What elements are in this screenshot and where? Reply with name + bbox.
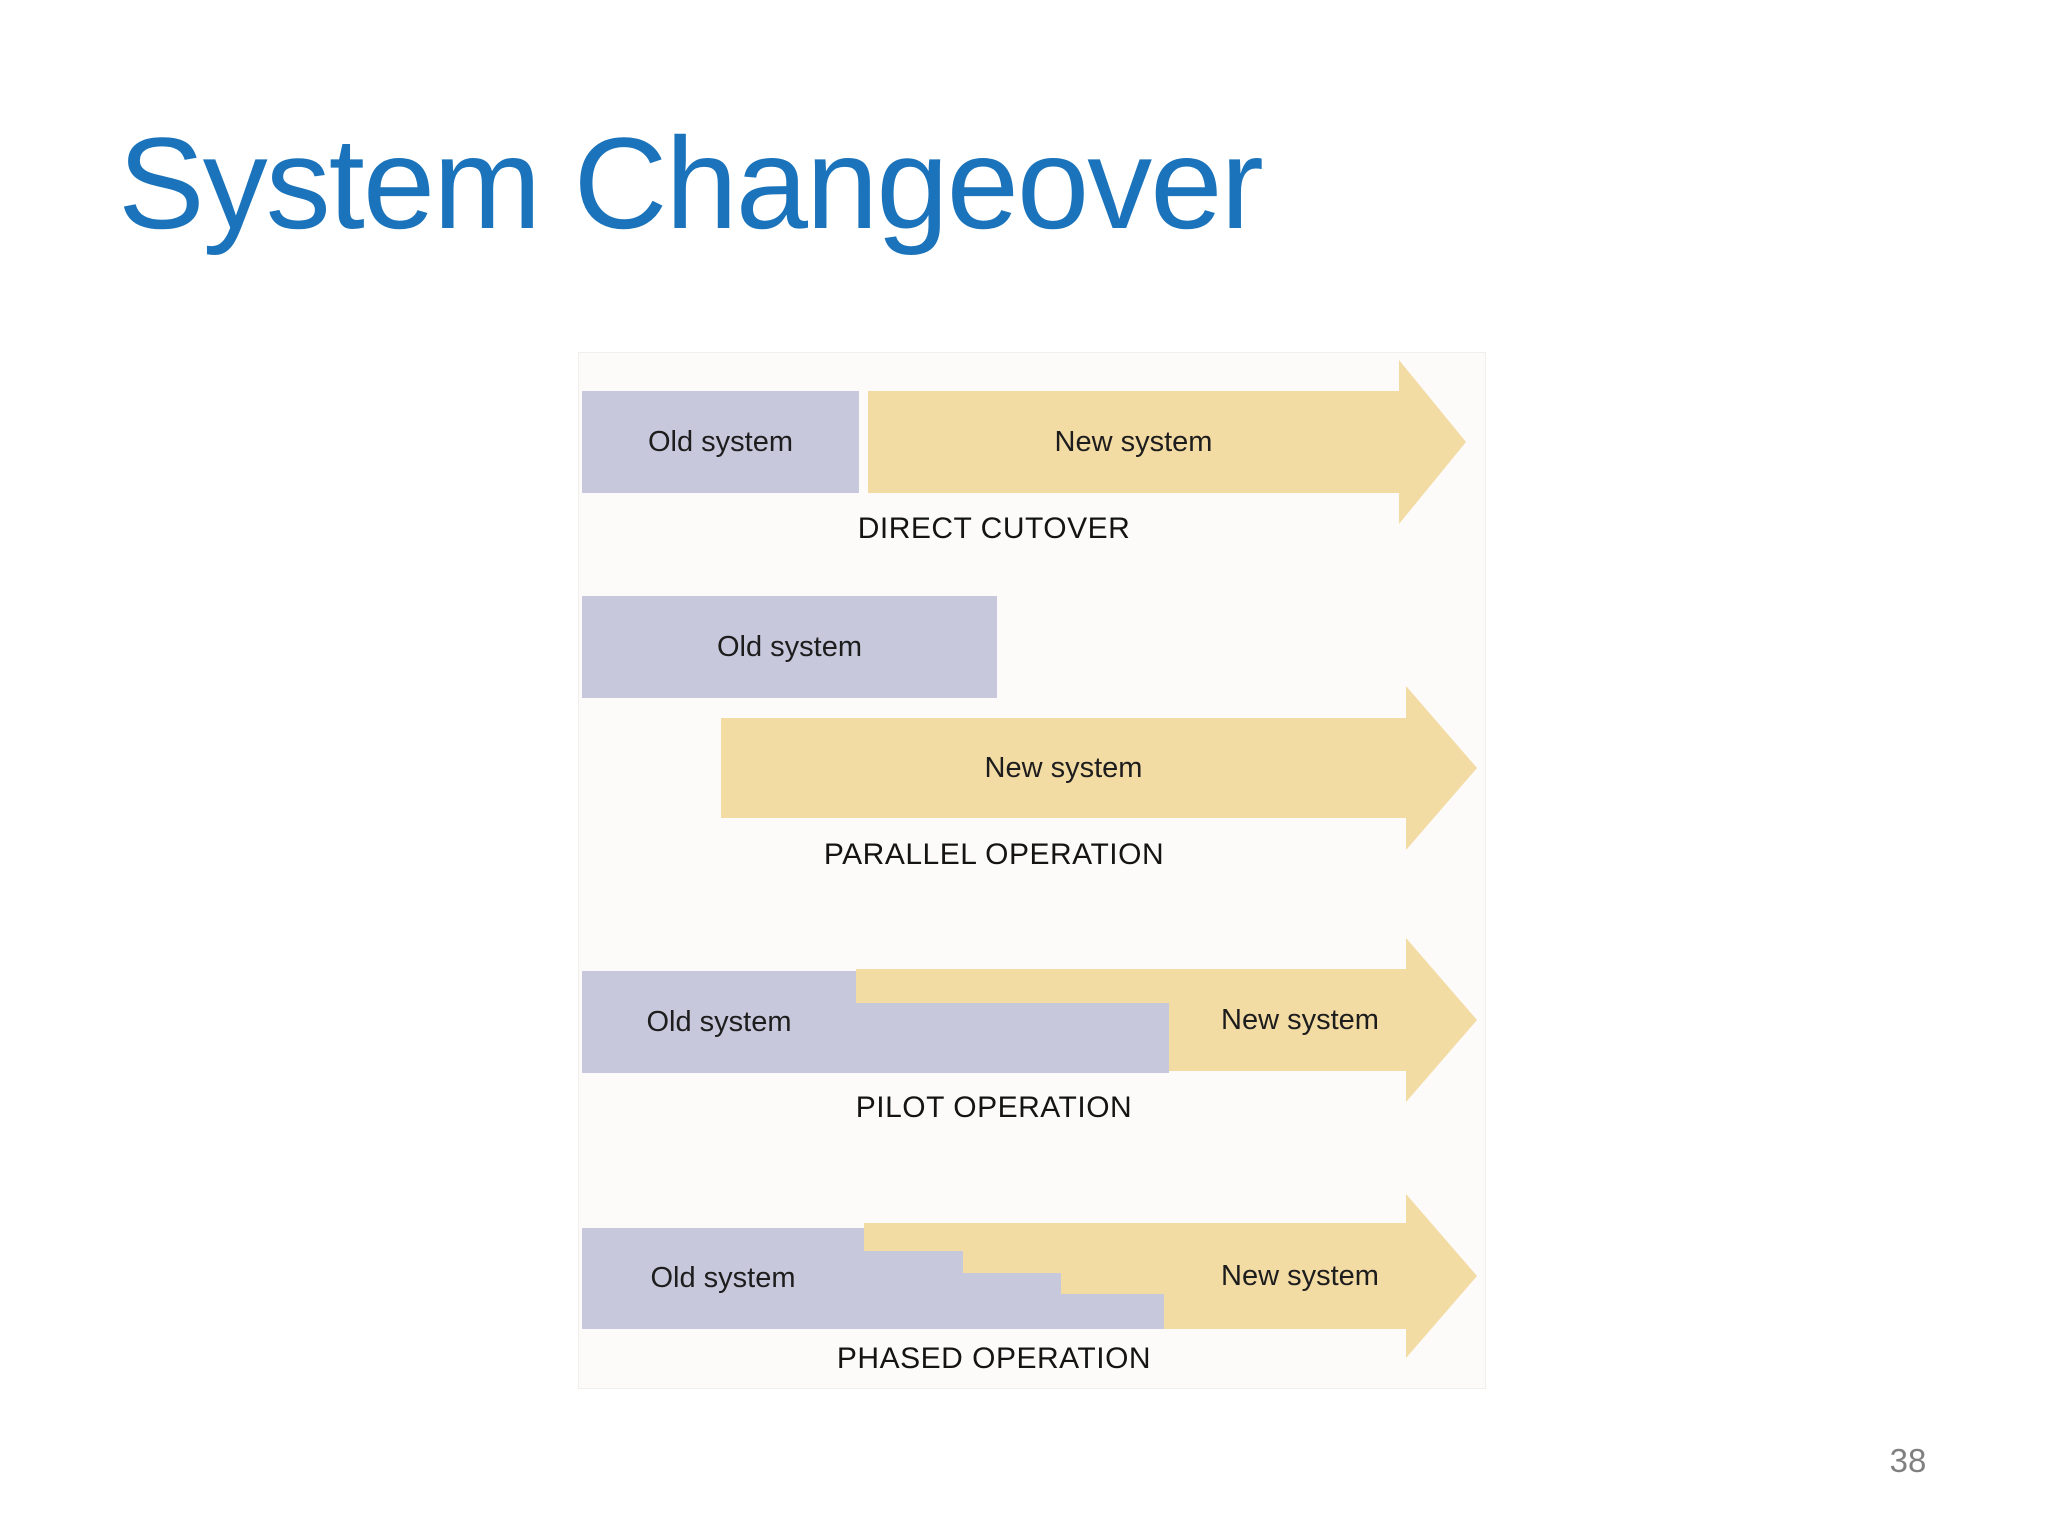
new-system-phase-step-1 (864, 1223, 963, 1251)
diagram-caption: PARALLEL OPERATION (823, 838, 1165, 871)
arrow-head-icon (1406, 686, 1477, 850)
old-system-bar: Old system (582, 391, 859, 493)
page-number: 38 (1889, 1442, 1927, 1479)
new-system-phase-step-2 (963, 1223, 1061, 1273)
old-system-label: Old system (646, 1005, 792, 1038)
diagram-caption: PILOT OPERATION (855, 1091, 1133, 1124)
old-system-label: Old system (716, 630, 863, 663)
changeover-figure: Old system New system DIRECT CUTOVER Old… (578, 352, 1486, 1389)
new-system-label: New system (1054, 425, 1213, 458)
old-system-label: Old system (647, 425, 794, 458)
new-system-arrow-body (1164, 1223, 1406, 1329)
arrow-head-icon (1406, 1194, 1477, 1358)
slide-title: System Changeover (118, 110, 1264, 256)
diagram-parallel-operation: Old system New system PARALLEL OPERATION (579, 353, 1485, 1388)
arrow-head-icon (1399, 360, 1466, 524)
old-system-bar: Old system (582, 596, 997, 698)
new-system-label: New system (1221, 1003, 1379, 1036)
new-system-arrow-body: New system (868, 391, 1399, 493)
arrow-head-icon (1406, 938, 1477, 1102)
old-system-label: Old system (650, 1262, 796, 1294)
new-system-arrow-body: New system (721, 718, 1406, 818)
diagram-direct-cutover: Old system New system DIRECT CUTOVER (579, 353, 1485, 1388)
new-system-arrow-body (1169, 969, 1406, 1071)
new-system-label: New system (984, 751, 1143, 784)
diagram-pilot-operation: Old system New system PILOT OPERATION (579, 353, 1485, 1388)
new-system-pilot-strip (856, 969, 1169, 1003)
new-system-phase-step-3 (1061, 1223, 1164, 1294)
new-system-label: New system (1221, 1259, 1379, 1292)
diagram-caption: PHASED OPERATION (836, 1342, 1152, 1375)
diagram-caption: DIRECT CUTOVER (857, 512, 1131, 545)
diagram-phased-operation: Old system New system PHASED OPERATION (579, 353, 1485, 1388)
